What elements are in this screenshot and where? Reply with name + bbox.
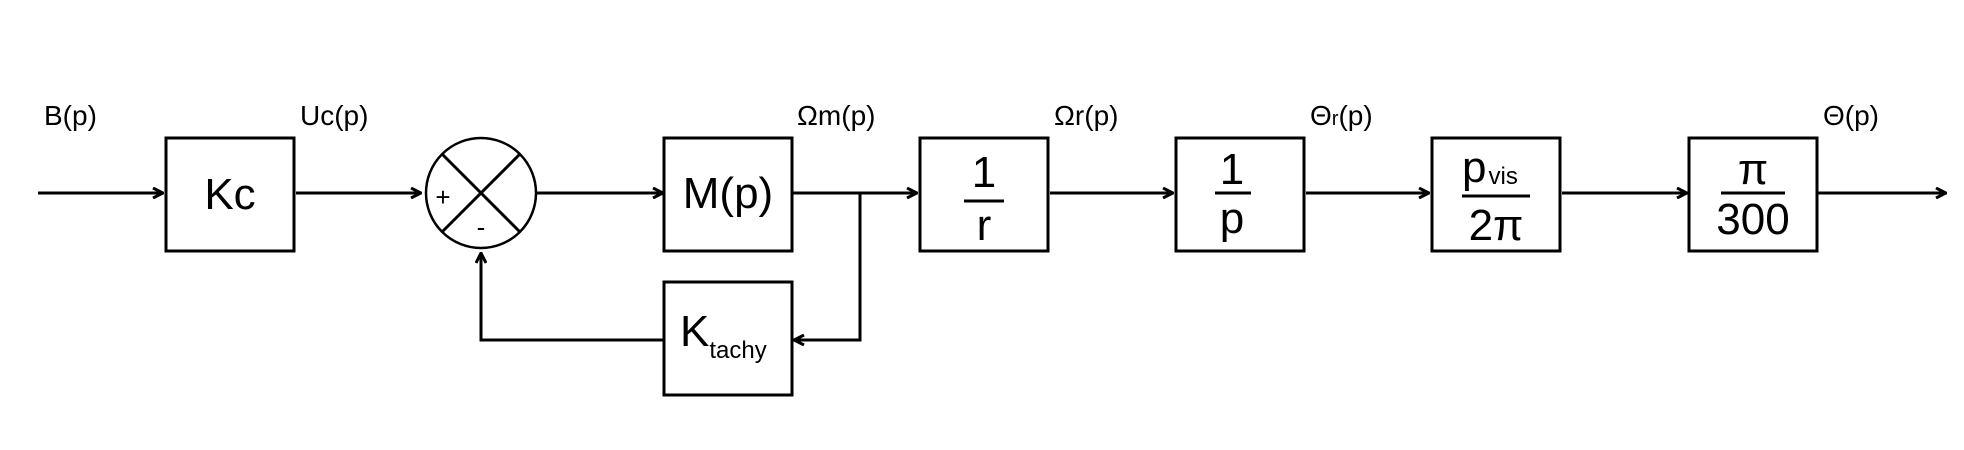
minus-sign: - [477,212,486,242]
block-kc-label: Kc [204,170,255,219]
summing-junction: + - [424,136,538,250]
block-gain: π 300 [1687,136,1819,253]
block-ktachy-label: Ktachy [680,307,767,364]
wire-ktachy-to-sum [481,253,663,342]
block-integrator-numerator: 1 [1220,145,1244,194]
signal-label-input: B(p) [44,100,97,131]
block-screw-numerator: pvis [1462,143,1518,192]
signal-label-output: Θ(p) [1823,100,1879,131]
block-integrator: 1 p [1174,136,1306,253]
block-motor: M(p) [662,136,794,253]
block-screw-denominator: 2π [1469,201,1524,250]
block-kc: Kc [164,136,296,253]
signal-label-uc: Uc(p) [300,100,368,131]
plus-sign: + [435,182,450,212]
block-screw: pvis 2π [1430,136,1562,253]
signal-label-omega-m: Ωm(p) [797,100,875,131]
block-ktachy: Ktachy [662,280,794,397]
block-gain-numerator: π [1738,145,1768,194]
signal-label-omega-r: Ωr(p) [1054,100,1118,131]
block-reducer-numerator: 1 [972,148,996,197]
block-reducer-denominator: r [977,201,992,250]
block-motor-label: M(p) [683,169,773,218]
block-gain-denominator: 300 [1716,195,1789,244]
block-reducer: 1 r [918,136,1050,253]
block-integrator-denominator: p [1220,194,1244,243]
signal-label-theta-r: Θr(p) [1310,100,1373,131]
wire-feedback-to-ktachy [794,193,862,340]
